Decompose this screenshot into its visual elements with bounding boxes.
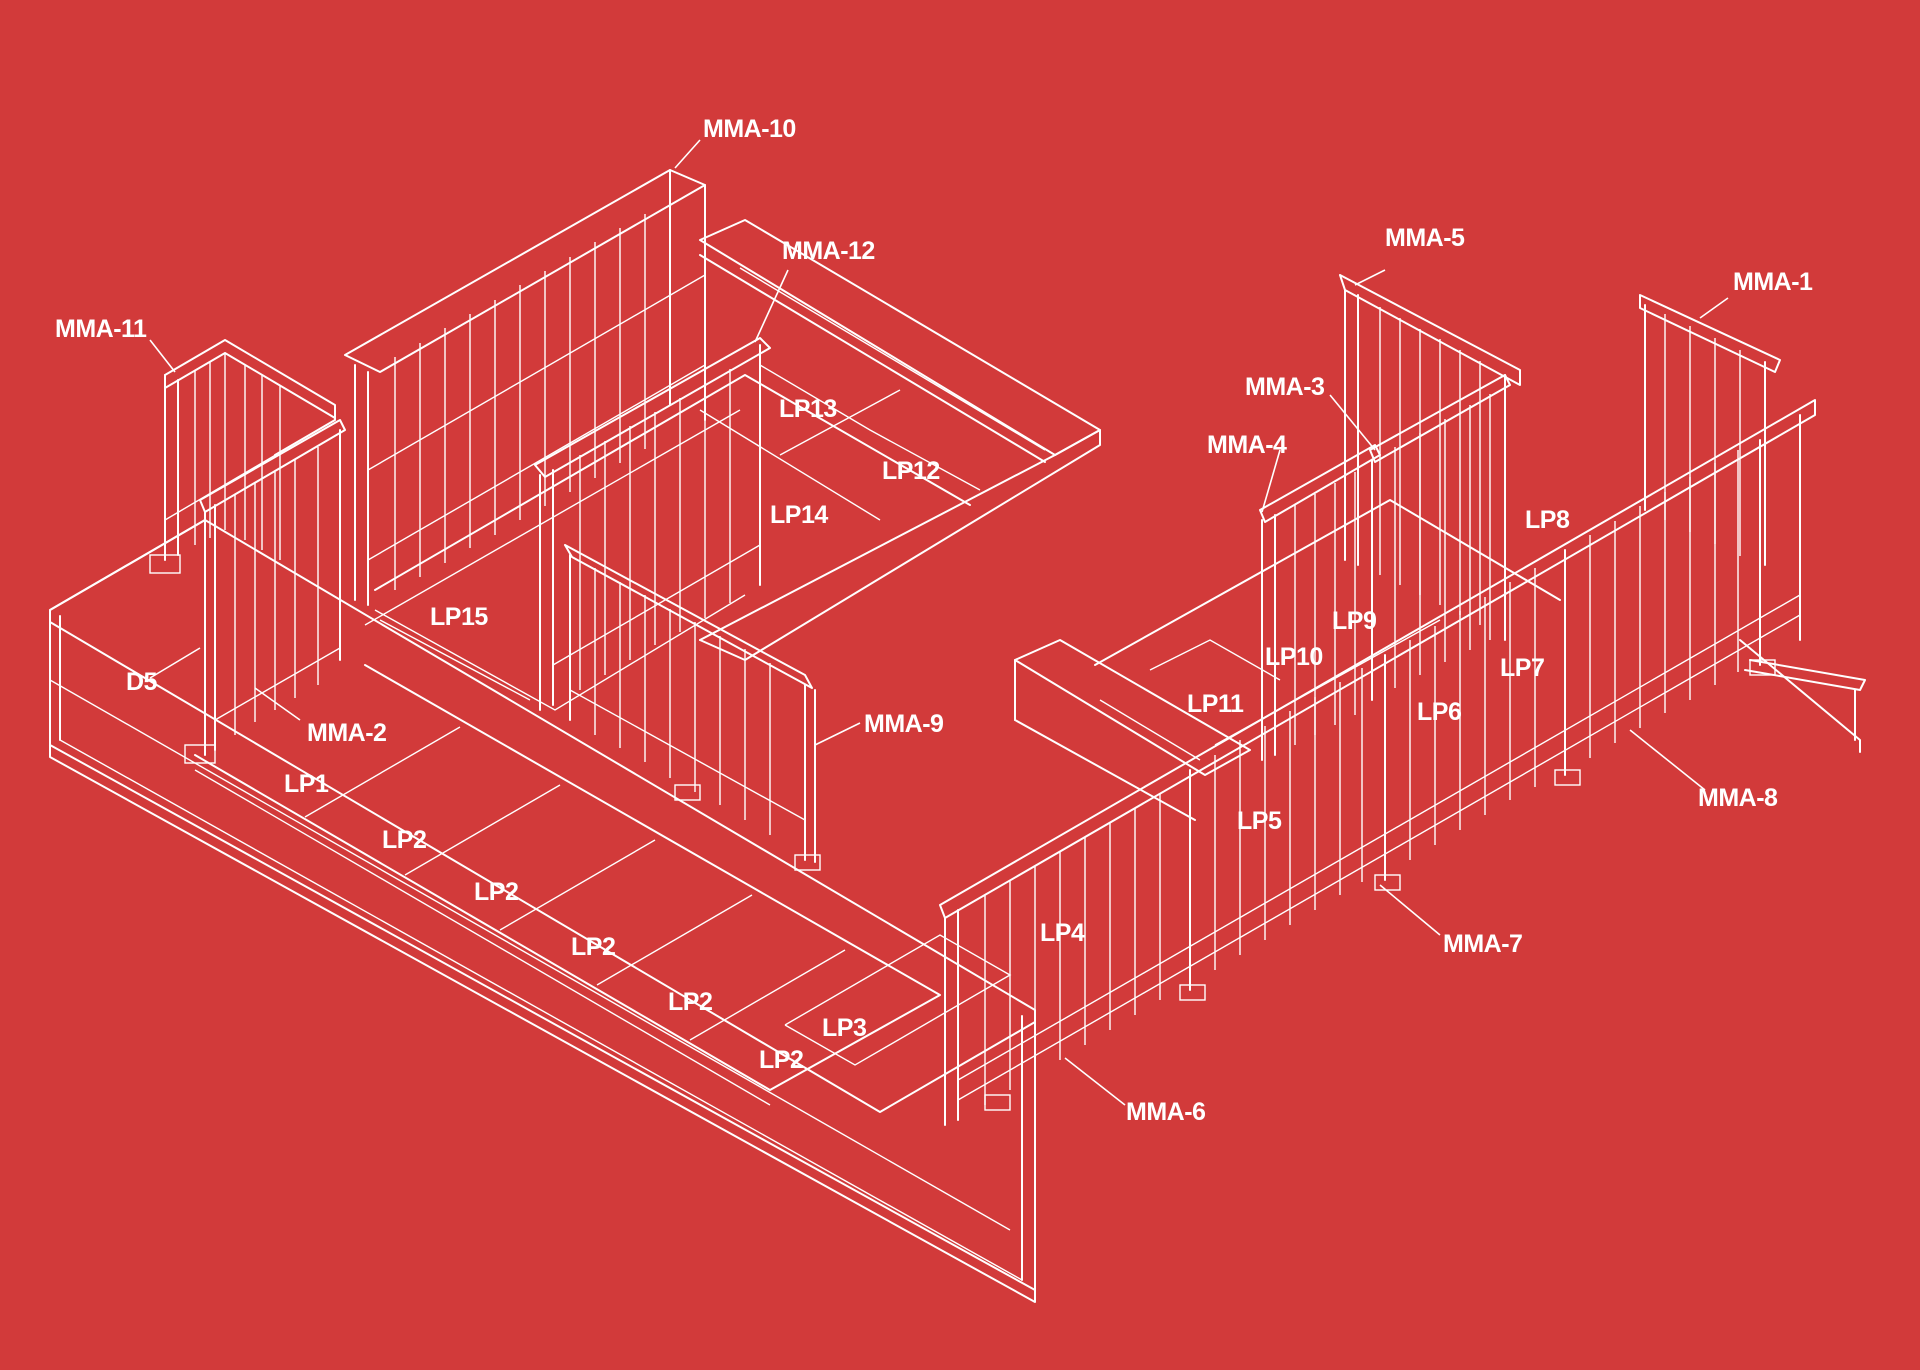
label-mma-10: MMA-10 [703,115,796,143]
label-d5: D5 [126,668,158,696]
label-mma-11: MMA-11 [55,315,147,343]
label-lp2-e: LP2 [759,1046,803,1074]
railing-mma-9 [564,544,821,871]
label-mma-7: MMA-7 [1443,930,1522,958]
label-lp8: LP8 [1525,506,1570,534]
railing-mma-2 [184,419,346,764]
railing-mma-12 [534,337,771,711]
label-lp2-d: LP2 [668,988,712,1016]
railing-mma-6 [939,399,1816,1126]
label-mma-6: MMA-6 [1126,1098,1205,1126]
label-lp11: LP11 [1187,690,1244,718]
label-lp10: LP10 [1265,643,1323,671]
label-lp14: LP14 [770,501,828,529]
label-lp6: LP6 [1417,698,1461,726]
railing-mma-11 [149,339,336,574]
label-lp3: LP3 [822,1014,866,1042]
leader-lines [149,139,1729,1106]
label-mma-2: MMA-2 [307,719,386,747]
label-mma-1: MMA-1 [1733,268,1813,296]
rear-beams-left [49,219,1101,661]
label-lp2-c: LP2 [571,933,615,961]
label-mma-8: MMA-8 [1698,784,1778,812]
label-lp5: LP5 [1237,807,1282,835]
label-mma-9: MMA-9 [864,710,943,738]
label-mma-4: MMA-4 [1207,431,1287,459]
label-lp1: LP1 [284,770,329,798]
railing-mma-1 [1639,294,1781,566]
label-lp9: LP9 [1332,607,1376,635]
label-mma-3: MMA-3 [1245,373,1324,401]
label-mma-12: MMA-12 [782,237,875,265]
floor-plates-right [1099,619,1441,761]
railing-mma-4 [1259,444,1381,761]
balusters-mma-6 [984,450,1739,1105]
label-lp2-a: LP2 [382,826,426,854]
label-lp13: LP13 [779,395,837,423]
walkway-deck [194,664,1012,1106]
label-lp15: LP15 [430,603,488,631]
rear-beams-right [1014,499,1866,821]
label-mma-5: MMA-5 [1385,224,1465,252]
label-lp4: LP4 [1040,919,1085,947]
label-lp12: LP12 [882,457,940,485]
labels: MMA-10 MMA-11 MMA-12 MMA-5 MMA-1 MMA-3 M… [55,115,1814,1126]
label-lp7: LP7 [1500,654,1544,682]
label-lp2-b: LP2 [474,878,518,906]
railing-mma-10 [344,169,706,606]
